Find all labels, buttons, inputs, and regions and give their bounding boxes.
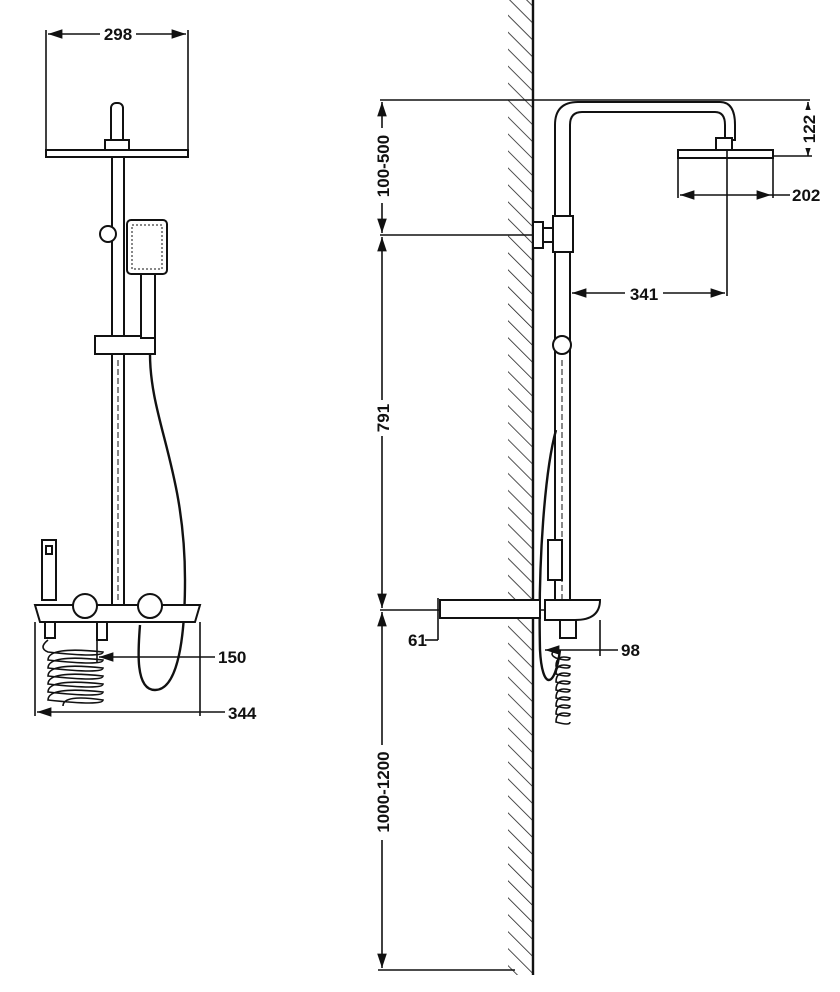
label-head-offset-range: 100-500 — [374, 135, 393, 197]
label-valve-spacing: 150 — [218, 648, 246, 667]
side-view: 100-500 791 1000-1200 122 — [372, 0, 820, 975]
mixer-shelf — [33, 539, 202, 641]
label-riser-height: 791 — [374, 404, 393, 432]
coil-hose-side — [551, 649, 571, 725]
label-head-width: 298 — [104, 25, 132, 44]
front-view: 298 150 344 — [33, 24, 257, 723]
label-shelf-width: 344 — [228, 704, 257, 723]
label-install-height: 1000-1200 — [374, 751, 393, 832]
label-arm-reach: 341 — [630, 285, 658, 304]
label-shelf-height: 61 — [408, 631, 427, 650]
coil-hose — [42, 639, 104, 707]
shower-column-side — [439, 101, 774, 682]
hand-shower — [126, 219, 187, 692]
label-head-diameter: 202 — [792, 186, 820, 205]
label-shelf-depth: 98 — [621, 641, 640, 660]
label-head-drop: 122 — [800, 115, 819, 143]
wall-hatching — [508, 0, 533, 975]
rain-shower-head — [45, 30, 189, 158]
riser-pipe — [94, 156, 156, 608]
